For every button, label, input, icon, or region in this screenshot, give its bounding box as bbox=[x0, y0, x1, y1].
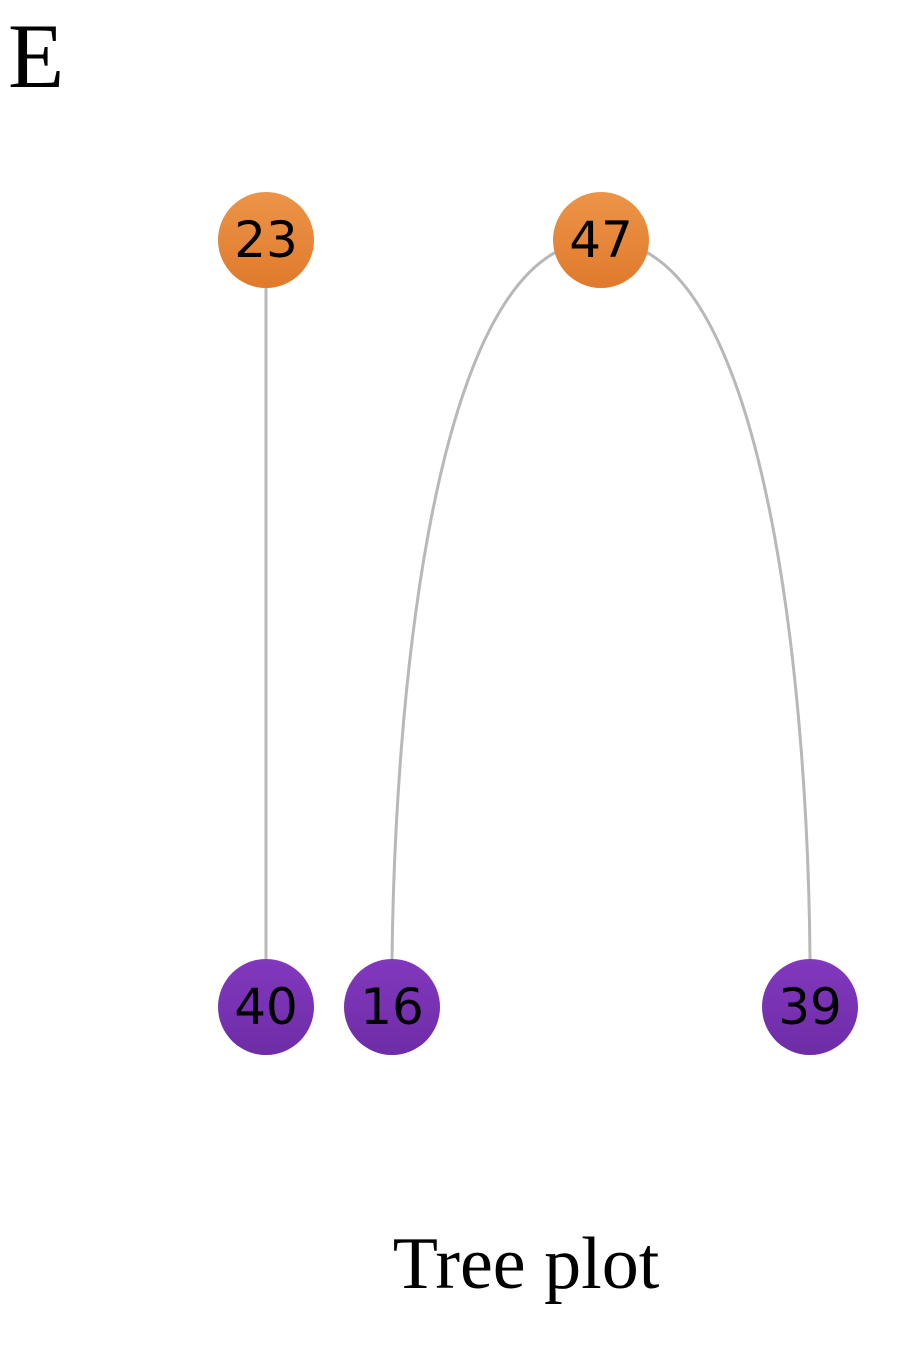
node-circle bbox=[553, 192, 649, 288]
node-label: 47 bbox=[569, 211, 633, 269]
node-23: 23 bbox=[218, 192, 314, 288]
node-label: 16 bbox=[360, 978, 424, 1036]
node-label: 39 bbox=[778, 978, 842, 1036]
node-47: 47 bbox=[553, 192, 649, 288]
node-circle bbox=[218, 192, 314, 288]
caption: Tree plot bbox=[392, 1223, 660, 1305]
node-label: 23 bbox=[234, 211, 298, 269]
node-40: 40 bbox=[218, 959, 314, 1055]
node-circle bbox=[218, 959, 314, 1055]
node-label: 40 bbox=[234, 978, 298, 1036]
panel-label: E bbox=[8, 5, 65, 107]
node-39: 39 bbox=[762, 959, 858, 1055]
edge-47-16 bbox=[390, 250, 557, 960]
edge-47-39 bbox=[645, 250, 812, 960]
node-16: 16 bbox=[344, 959, 440, 1055]
node-circle bbox=[344, 959, 440, 1055]
node-circle bbox=[762, 959, 858, 1055]
